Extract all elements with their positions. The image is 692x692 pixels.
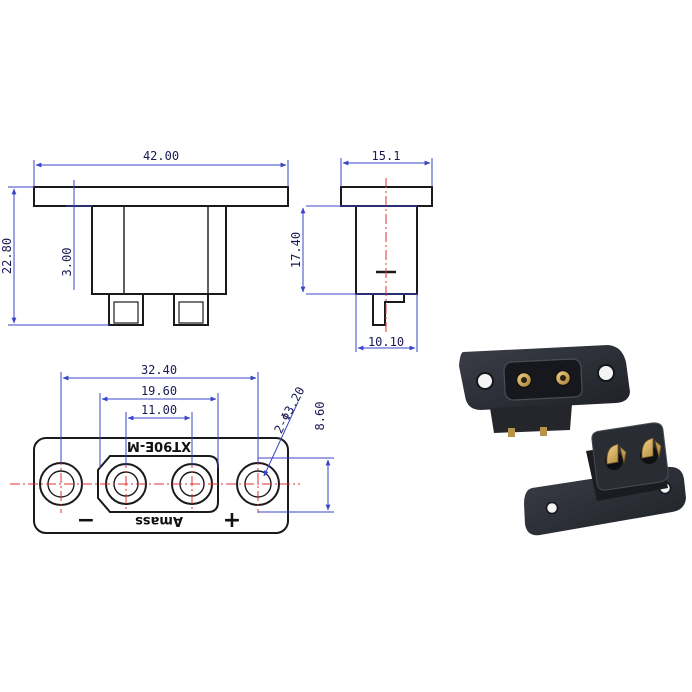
top-flange-outline [33,437,289,534]
front-pin-right-inner [178,301,204,324]
front-view-dimensions [8,160,289,326]
plus-sign: + [223,508,241,533]
top-view-dimensions [60,372,334,513]
dim-label-height: 22.80 [0,238,14,274]
housing-outline [97,455,219,513]
side-pin [372,294,405,326]
dim-label-top-height: 8.60 [313,402,327,431]
product-photo-lower [524,422,686,536]
top-view-centerlines [10,455,300,513]
front-pin-left-inner [113,301,139,324]
dim-label-side-bottom: 10.10 [368,335,404,349]
upper-contact-right-core [560,375,566,381]
dim-label-width: 42.00 [143,149,179,163]
lower-mount-hole-left [545,501,559,515]
dim-label-hole-spacing: 32.40 [141,363,177,377]
upper-contact-left-core [521,377,527,383]
dim-label-flange: 3.00 [60,248,74,277]
upper-body-bottom [490,404,572,433]
dim-label-housing: 19.60 [141,384,177,398]
dim-label-pin-spacing: 11.00 [141,403,177,417]
upper-pin-left [508,428,515,437]
upper-mount-hole-left [476,372,494,390]
front-pin-right [173,293,209,326]
dim-label-side-top: 15.1 [372,149,401,163]
front-view [33,186,289,326]
dim-label-hole-dia: 2-Φ3.20 [271,385,307,436]
lower-contact-right [641,437,662,459]
minus-sign: − [77,508,95,533]
front-body [91,205,227,295]
brand-marking: Amass [135,513,183,528]
upper-pin-right [540,427,547,436]
front-pin-left [108,293,144,326]
upper-housing [503,358,583,401]
product-photo-upper [459,345,630,437]
front-flange [33,186,289,207]
side-view-dimensions [300,158,433,352]
upper-mount-hole-right [597,364,615,382]
dim-leader-hole-dia [263,401,299,477]
dim-label-side-height: 17.40 [289,232,303,268]
lower-contact-left [606,443,627,465]
model-marking: XT90E-M [127,438,191,453]
